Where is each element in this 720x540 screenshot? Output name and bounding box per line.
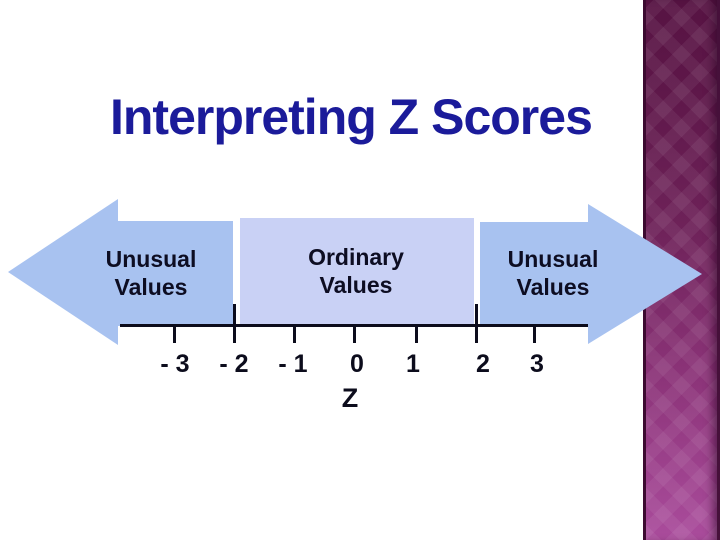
- tick-minus3: [173, 326, 176, 343]
- unusual-left-label: Unusual Values: [86, 245, 216, 301]
- ordinary-label-line1: Ordinary: [308, 244, 404, 270]
- tick-label-minus1: - 1: [278, 350, 308, 378]
- ordinary-label: Ordinary Values: [291, 243, 421, 299]
- page-title: Interpreting Z Scores: [110, 89, 593, 145]
- tick-minus1: [293, 326, 296, 343]
- unusual-right-region: [480, 222, 588, 325]
- tick-label-1: 1: [406, 350, 420, 378]
- unusual-right-label-line1: Unusual: [507, 246, 599, 272]
- tick-0: [353, 326, 356, 343]
- tick-3: [533, 326, 536, 343]
- ordinary-region: [240, 218, 474, 326]
- unusual-left-label-line2: Values: [114, 274, 188, 300]
- unusual-right-label-line2: Values: [516, 274, 590, 300]
- tick-1: [415, 326, 418, 343]
- axis-label-z: Z: [341, 383, 359, 413]
- tick-label-0: 0: [350, 350, 364, 378]
- unusual-left-region: [118, 221, 233, 326]
- unusual-right-label: Unusual Values: [488, 245, 618, 301]
- tick-label-minus3: - 3: [160, 350, 190, 378]
- number-line-axis: [120, 324, 588, 327]
- tick-minus2-boundary: [233, 304, 236, 343]
- tick-2-boundary: [475, 304, 478, 343]
- ordinary-label-line2: Values: [319, 272, 393, 298]
- tick-label-minus2: - 2: [219, 350, 249, 378]
- unusual-left-label-line1: Unusual: [105, 246, 197, 272]
- tick-label-3: 3: [530, 350, 544, 378]
- tick-label-2: 2: [476, 350, 490, 378]
